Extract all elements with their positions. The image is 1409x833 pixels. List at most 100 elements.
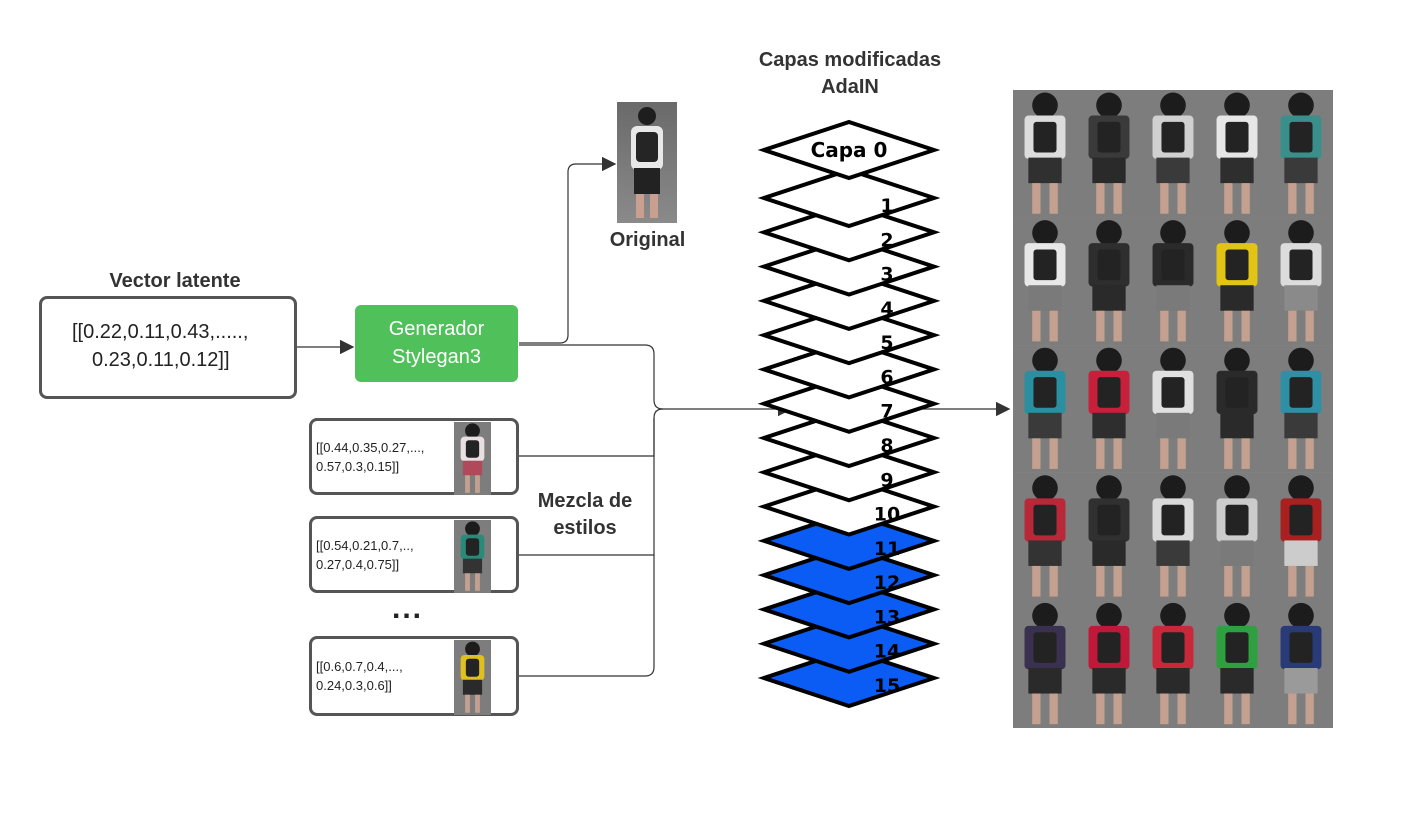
style-vector-3-image [454,640,491,715]
output-cell-2-3 [1205,345,1269,473]
layer-6-shape [757,339,941,400]
output-cell-2-4 [1269,345,1333,473]
layer-10: 10 [757,476,941,537]
output-person-2-2 [1141,345,1205,473]
layer-10-label: 10 [874,504,900,526]
generator-label-line-2: Stylegan3 [392,346,481,368]
latent-vector-title: Vector latente [109,270,241,292]
layer-6-label: 6 [880,366,893,388]
output-cell-4-4 [1269,600,1333,728]
layer-13-shape [757,579,941,640]
output-cell-0-3 [1205,90,1269,218]
output-person-3-4 [1269,472,1333,601]
output-cell-1-3 [1205,217,1269,346]
output-cell-0-0 [1013,90,1077,218]
line-style-3 [519,555,655,677]
layer-9-shape [757,442,941,503]
layer-4: 4 [757,270,941,331]
style-vector-1-line-2: 0.57,0.3,0.15]] [316,459,400,474]
style-vector-2-image [454,520,491,593]
output-person-3-0 [1013,472,1077,601]
style-vector-3-line-2: 0.24,0.3,0.6]] [316,678,392,693]
latent-vector-box: [[0.22,0.11,0.43,....., 0.23,0.11,0.12]] [39,296,297,399]
output-person-1-4 [1269,217,1333,346]
layer-5-shape [757,305,941,366]
output-cell-3-1 [1077,472,1141,601]
layer-10-shape [757,476,941,537]
output-cell-0-2 [1141,90,1205,218]
output-person-4-2 [1141,600,1205,728]
output-person-3-3 [1205,472,1269,601]
style-1-person-figure [454,422,491,495]
output-cell-4-3 [1205,600,1269,728]
output-person-3-1 [1077,472,1141,601]
layer-4-label: 4 [880,298,893,320]
output-cell-3-2 [1141,472,1205,601]
layer-8: 8 [757,407,941,469]
output-person-4-0 [1013,600,1077,728]
layer-3-shape [757,236,941,297]
arrow-generator-to-layers [519,344,793,417]
output-person-2-0 [1013,345,1077,473]
layer-0-shape [757,119,941,181]
output-cell-1-1 [1077,217,1141,346]
layer-7: 7 [757,373,941,434]
output-person-0-1 [1077,90,1141,218]
style-3-person-figure [454,640,491,715]
output-image-grid [1013,90,1333,728]
layers-title: Capas modificadas AdaIN [730,47,970,101]
output-cell-2-2 [1141,345,1205,473]
ellipsis: ... [392,592,424,625]
style-vector-2-line-1: [[0.54,0.21,0.7,.., [316,538,414,553]
output-person-1-1 [1077,217,1141,346]
output-cell-3-0 [1013,472,1077,601]
output-cell-1-2 [1141,217,1205,346]
layer-4-shape [757,270,941,331]
layer-15-shape [757,647,941,709]
output-cell-1-0 [1013,217,1077,346]
layer-9-label: 9 [880,469,893,491]
output-cell-1-4 [1269,217,1333,346]
layer-9: 9 [757,442,941,503]
line-style-1 [519,408,664,457]
output-person-0-0 [1013,90,1077,218]
output-person-1-2 [1141,217,1205,346]
output-cell-0-1 [1077,90,1141,218]
layers-title-line-1: Capas modificadas [758,49,942,71]
layer-2-shape [757,202,941,263]
original-image [617,102,677,223]
layer-12-label: 12 [874,572,900,594]
output-cell-0-4 [1269,90,1333,218]
layer-2: 2 [757,202,941,263]
style-vector-1-line-1: [[0.44,0.35,0.27,..., [316,440,425,455]
original-person-figure [631,107,663,218]
style-mixing-label-line-1: Mezcla de [537,490,633,512]
layer-14-shape [757,613,941,674]
style-2-person-figure [454,520,491,593]
output-person-0-3 [1205,90,1269,218]
layer-12: 12 [757,545,941,606]
layer-3: 3 [757,236,941,297]
output-person-2-1 [1077,345,1141,473]
layer-6: 6 [757,339,941,400]
layer-0-label: Capa 0 [811,138,888,162]
layer-8-shape [757,407,941,469]
layer-5: 5 [757,305,941,366]
output-person-3-2 [1141,472,1205,601]
style-mixing-label: Mezcla de estilos [515,488,655,542]
latent-vector-line-2: 0.23,0.11,0.12]] [92,349,230,371]
layer-2-label: 2 [880,229,893,251]
style-vector-3-line-1: [[0.6,0.7,0.4,..., [316,659,403,674]
style-mixing-label-line-2: estilos [553,517,617,539]
output-person-1-0 [1013,217,1077,346]
style-vector-2-line-2: 0.27,0.4,0.75]] [316,557,400,572]
layer-3-label: 3 [880,264,893,286]
output-person-0-4 [1269,90,1333,218]
style-vector-3: [[0.6,0.7,0.4,..., 0.24,0.3,0.6]] [309,636,519,716]
layer-13-label: 13 [874,606,900,628]
output-cell-4-0 [1013,600,1077,728]
output-cell-4-2 [1141,600,1205,728]
layer-12-shape [757,545,941,606]
